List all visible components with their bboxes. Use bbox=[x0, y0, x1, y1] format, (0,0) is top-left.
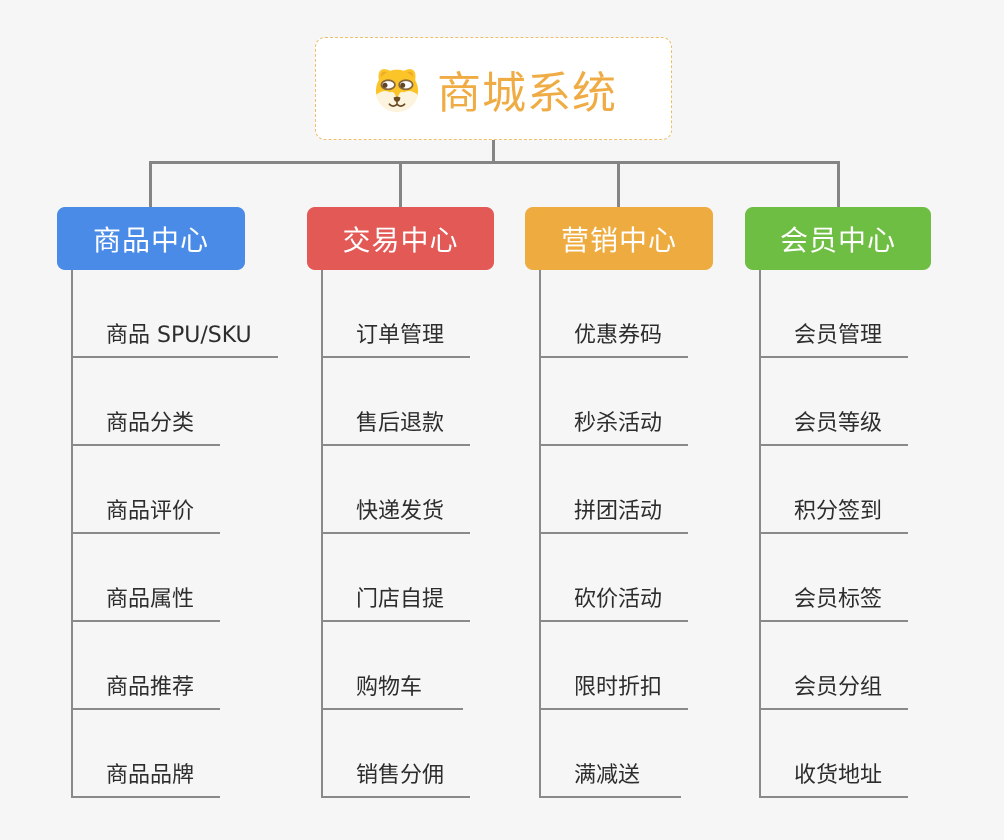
child-node[interactable]: 优惠券码 bbox=[541, 270, 689, 358]
child-node[interactable]: 拼团活动 bbox=[541, 446, 689, 534]
child-node[interactable]: 会员分组 bbox=[761, 622, 909, 710]
branch-label: 商品中心 bbox=[92, 223, 209, 257]
root-title: 商城系统 bbox=[437, 67, 617, 119]
connector-drop-marketing bbox=[617, 161, 620, 207]
child-node[interactable]: 商品品牌 bbox=[73, 710, 221, 798]
branch-children-marketing: 优惠券码 秒杀活动 拼团活动 砍价活动 限时折扣 满减送 bbox=[539, 270, 689, 798]
child-node[interactable]: 售后退款 bbox=[323, 358, 471, 446]
child-node[interactable]: 收货地址 bbox=[761, 710, 909, 798]
connector-horizontal-bar bbox=[149, 161, 840, 164]
child-node[interactable]: 订单管理 bbox=[323, 270, 471, 358]
branch-node-product-center[interactable]: 商品中心 bbox=[57, 207, 245, 270]
connector-drop-product bbox=[149, 161, 152, 207]
connector-root-stem bbox=[492, 139, 495, 163]
child-node[interactable]: 限时折扣 bbox=[541, 622, 689, 710]
child-node[interactable]: 满减送 bbox=[541, 710, 681, 798]
branch-children-member: 会员管理 会员等级 积分签到 会员标签 会员分组 收货地址 bbox=[759, 270, 909, 798]
child-node[interactable]: 门店自提 bbox=[323, 534, 471, 622]
branch-children-product: 商品 SPU/SKU 商品分类 商品评价 商品属性 商品推荐 商品品牌 bbox=[71, 270, 278, 798]
branch-node-trade-center[interactable]: 交易中心 bbox=[307, 207, 494, 270]
child-node[interactable]: 商品评价 bbox=[73, 446, 221, 534]
child-node[interactable]: 快递发货 bbox=[323, 446, 471, 534]
child-node[interactable]: 秒杀活动 bbox=[541, 358, 689, 446]
connector-drop-member bbox=[837, 161, 840, 207]
branch-node-member-center[interactable]: 会员中心 bbox=[745, 207, 931, 270]
child-node[interactable]: 商品 SPU/SKU bbox=[73, 270, 278, 358]
branch-label: 交易中心 bbox=[342, 223, 459, 257]
child-node[interactable]: 会员标签 bbox=[761, 534, 909, 622]
branch-label: 会员中心 bbox=[779, 223, 896, 257]
branch-node-marketing-center[interactable]: 营销中心 bbox=[525, 207, 713, 270]
child-node[interactable]: 商品属性 bbox=[73, 534, 221, 622]
child-node[interactable]: 销售分佣 bbox=[323, 710, 471, 798]
child-node[interactable]: 砍价活动 bbox=[541, 534, 689, 622]
branch-children-trade: 订单管理 售后退款 快递发货 门店自提 购物车 销售分佣 bbox=[321, 270, 471, 798]
child-node[interactable]: 积分签到 bbox=[761, 446, 909, 534]
dog-face-icon bbox=[375, 68, 419, 112]
child-node[interactable]: 购物车 bbox=[323, 622, 463, 710]
connector-drop-trade bbox=[399, 161, 402, 207]
root-node[interactable]: 商城系统 bbox=[315, 37, 672, 140]
branch-label: 营销中心 bbox=[560, 223, 677, 257]
child-node[interactable]: 会员等级 bbox=[761, 358, 909, 446]
child-node[interactable]: 会员管理 bbox=[761, 270, 909, 358]
child-node[interactable]: 商品推荐 bbox=[73, 622, 221, 710]
child-node[interactable]: 商品分类 bbox=[73, 358, 221, 446]
